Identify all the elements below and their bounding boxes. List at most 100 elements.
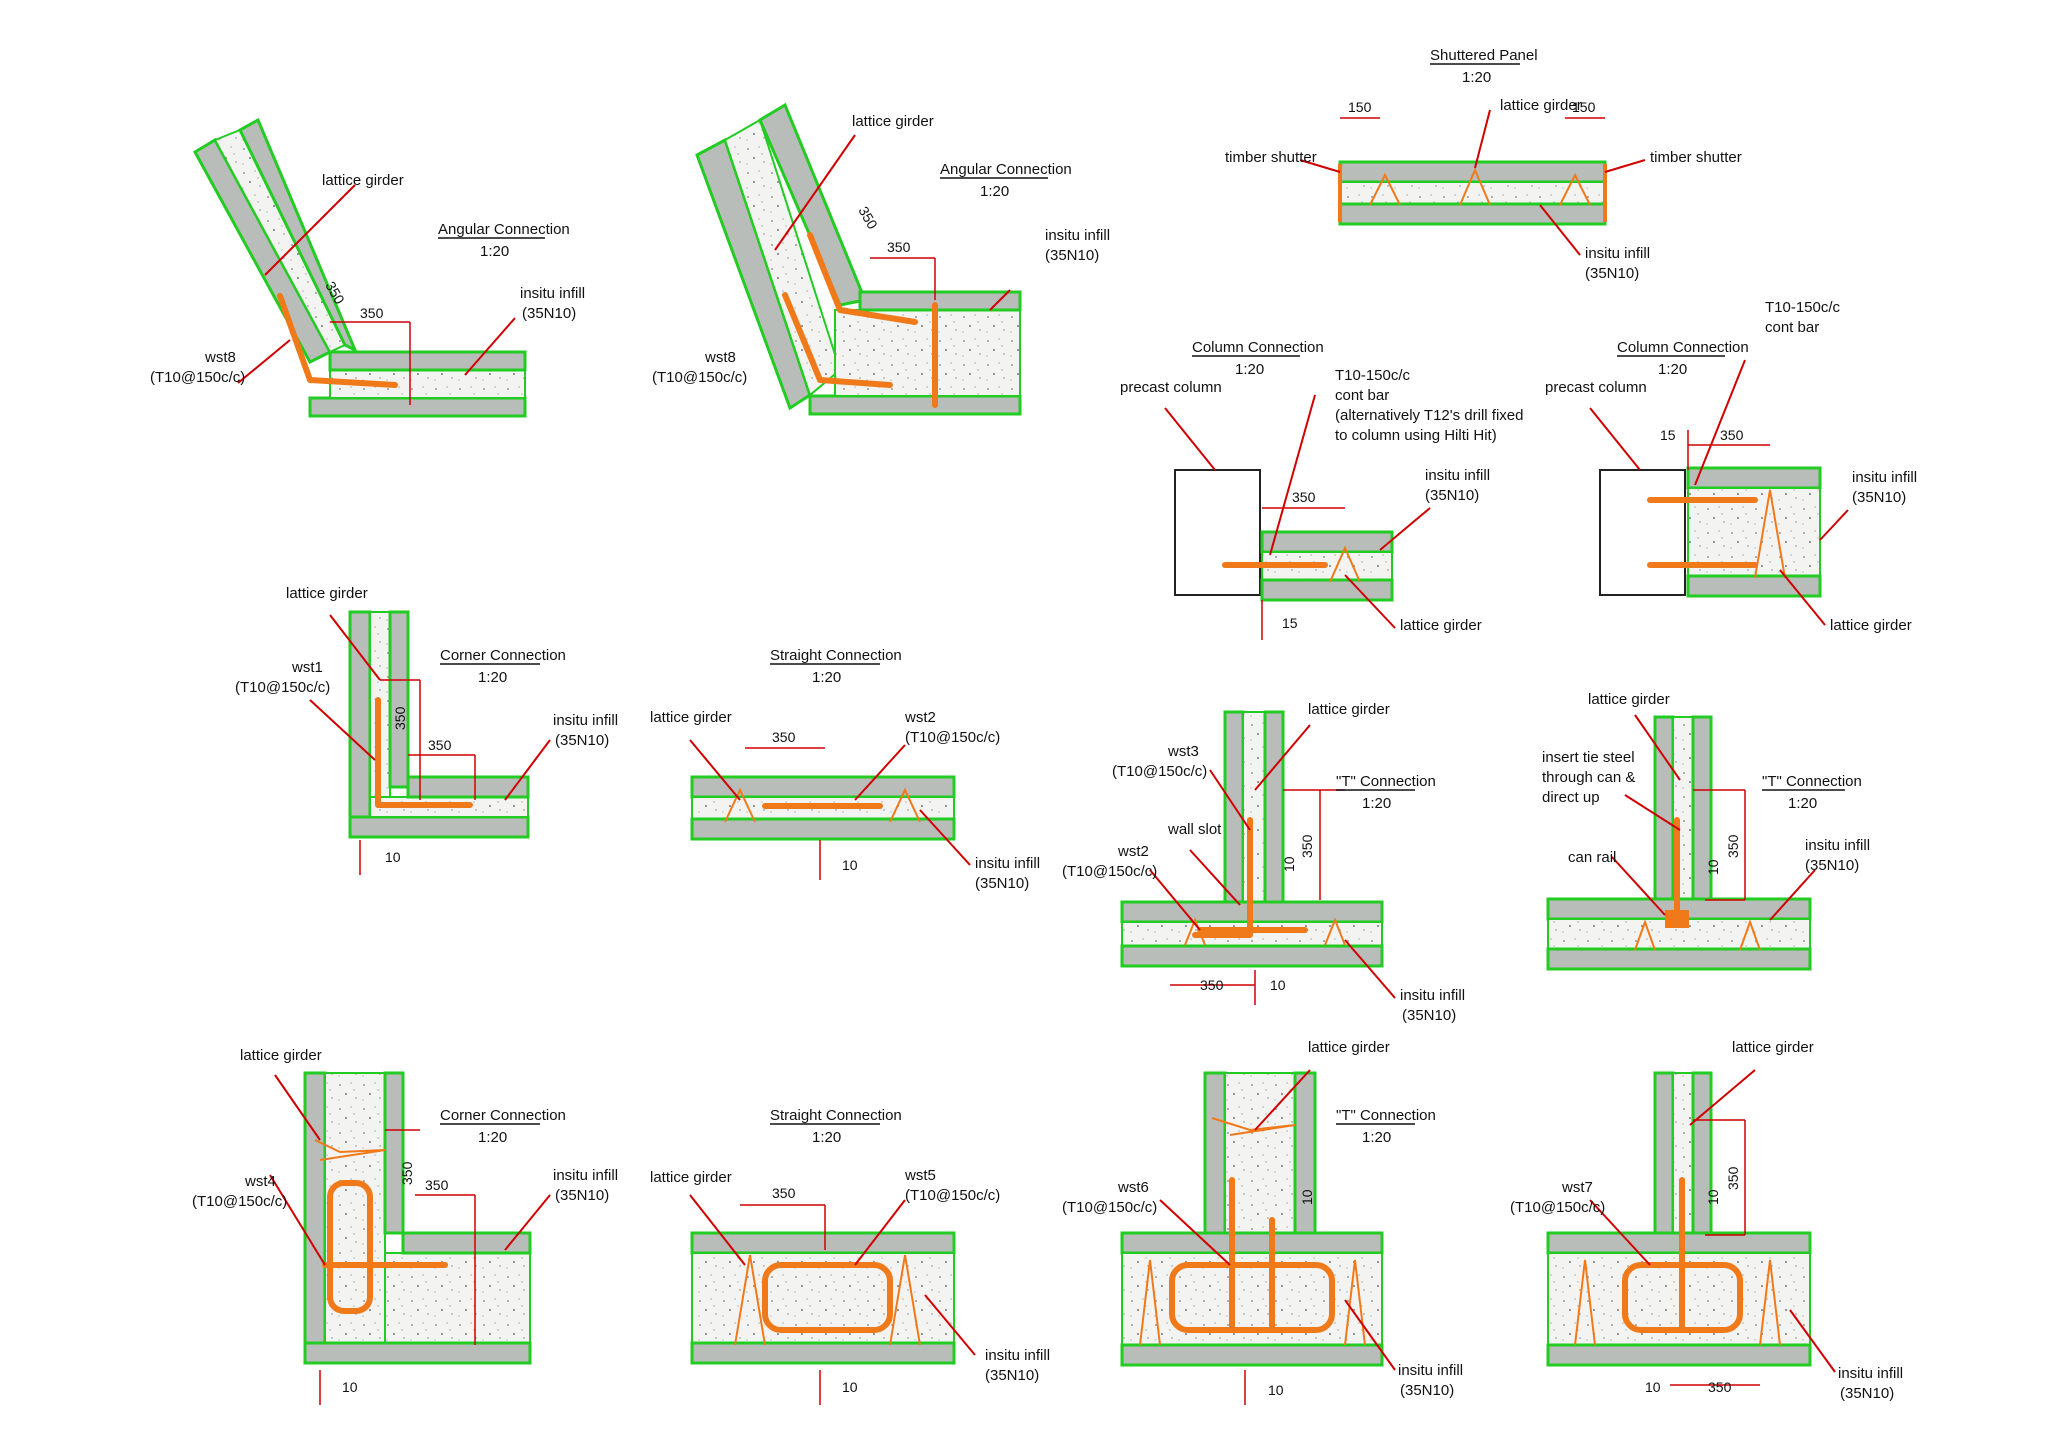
scale: 1:20 bbox=[1462, 69, 1491, 86]
label-bar-spec: (T10@150c/c) bbox=[905, 729, 1000, 746]
label-insert-tie: through can & bbox=[1542, 769, 1635, 786]
label-bar-spec: (T10@150c/c) bbox=[192, 1193, 287, 1210]
dim-value: 10 bbox=[1645, 1379, 1661, 1395]
slab-top bbox=[1686, 466, 1822, 490]
rebar-wst8 bbox=[277, 293, 398, 388]
lattice-girder bbox=[1754, 489, 1786, 579]
lattice-girder bbox=[1369, 172, 1401, 206]
label-tag: wst4 bbox=[244, 1173, 276, 1190]
title: Straight Connection bbox=[770, 647, 902, 664]
rebar-loop-wst4 bbox=[327, 1180, 373, 1314]
wall-panel-inner bbox=[383, 1071, 405, 1235]
slab-bottom bbox=[303, 1341, 532, 1365]
label-insitu-spec: (35N10) bbox=[985, 1367, 1039, 1384]
rebar-wst3 bbox=[1192, 817, 1253, 938]
scale: 1:20 bbox=[980, 183, 1009, 200]
precast-column bbox=[1599, 469, 1686, 596]
slab-bottom bbox=[1546, 1343, 1812, 1367]
rebar-loop-wst6 bbox=[1169, 1262, 1335, 1333]
label-insitu: insitu infill bbox=[1805, 837, 1870, 854]
slab-bottom bbox=[690, 817, 956, 841]
label-bar-spec: (T10@150c/c) bbox=[905, 1187, 1000, 1204]
dim-value: 350 bbox=[392, 706, 408, 730]
label-insitu: insitu infill bbox=[1400, 987, 1465, 1004]
slab-top bbox=[1260, 530, 1394, 554]
label-insert-tie: insert tie steel bbox=[1542, 749, 1635, 766]
rebar-loop-wst5 bbox=[762, 1262, 893, 1333]
dim-value: 10 bbox=[1270, 977, 1286, 993]
label-insitu-spec: (35N10) bbox=[1852, 489, 1906, 506]
dim-value: 10 bbox=[842, 857, 858, 873]
infill-zone bbox=[213, 128, 347, 354]
precast-column bbox=[1174, 469, 1261, 596]
slab-bottom bbox=[1120, 944, 1384, 968]
detail-straight-connection-1: Straight Connection 1:20 350 10 lattice … bbox=[650, 647, 1040, 892]
label-bar-spec: (T10@150c/c) bbox=[150, 369, 245, 386]
scale: 1:20 bbox=[812, 1129, 841, 1146]
detail-straight-connection-2: Straight Connection 1:20 350 10 lattice … bbox=[650, 1107, 1050, 1405]
label-tag: wst8 bbox=[704, 349, 736, 366]
label-lattice: lattice girder bbox=[1732, 1039, 1814, 1056]
label-insitu: insitu infill bbox=[1425, 467, 1490, 484]
title: "T" Connection bbox=[1336, 1107, 1436, 1124]
dim-value: 10 bbox=[1281, 856, 1297, 872]
lattice-girder bbox=[889, 1254, 921, 1346]
lattice-girder bbox=[1344, 1259, 1366, 1346]
label-insitu: insitu infill bbox=[985, 1347, 1050, 1364]
lattice-girder bbox=[1329, 545, 1361, 583]
scale: 1:20 bbox=[480, 243, 509, 260]
title: Angular Connection bbox=[438, 221, 570, 238]
label-insitu-spec: (35N10) bbox=[1400, 1382, 1454, 1399]
wall-panel-left bbox=[1653, 715, 1675, 901]
lattice-girder bbox=[724, 787, 756, 823]
infill-zone bbox=[1242, 711, 1266, 905]
lattice-girder bbox=[1739, 919, 1761, 951]
slab-bottom bbox=[1260, 578, 1394, 602]
label-cont-bar: T10-150c/c bbox=[1335, 367, 1411, 384]
lattice-girder bbox=[1459, 167, 1491, 206]
dim-value: 350 bbox=[1292, 489, 1316, 505]
label-tag: wst3 bbox=[1167, 743, 1199, 760]
scale: 1:20 bbox=[478, 1129, 507, 1146]
label-lattice: lattice girder bbox=[852, 113, 934, 130]
label-precast-column: precast column bbox=[1120, 379, 1222, 396]
wall-panel-right bbox=[1263, 710, 1285, 906]
label-lattice: lattice girder bbox=[286, 585, 368, 602]
title: Column Connection bbox=[1192, 339, 1324, 356]
label-tag: wst8 bbox=[204, 349, 236, 366]
scale: 1:20 bbox=[1362, 795, 1391, 812]
label-timber-shutter: timber shutter bbox=[1225, 149, 1317, 166]
slab-top bbox=[406, 775, 530, 799]
title: "T" Connection bbox=[1762, 773, 1862, 790]
lattice-girder bbox=[1559, 172, 1591, 206]
slab-bottom bbox=[308, 396, 527, 418]
label-insitu-spec: (35N10) bbox=[1045, 247, 1099, 264]
dim-value: 15 bbox=[1660, 427, 1676, 443]
detail-column-connection-1: Column Connection 1:20 precast column T1… bbox=[1120, 339, 1524, 640]
label-insitu: insitu infill bbox=[1045, 227, 1110, 244]
label-tag: wst2 bbox=[1117, 843, 1149, 860]
dim-value: 350 bbox=[772, 1185, 796, 1201]
scale: 1:20 bbox=[1788, 795, 1817, 812]
label-lattice: lattice girder bbox=[1400, 617, 1482, 634]
lattice-girder bbox=[1759, 1259, 1781, 1346]
detail-column-connection-2: Column Connection 1:20 precast column T1… bbox=[1545, 299, 1917, 634]
dim-value: 350 bbox=[772, 729, 796, 745]
dim-value: 350 bbox=[1299, 834, 1315, 858]
label-insitu-spec: (35N10) bbox=[1585, 265, 1639, 282]
detail-t-connection-3: "T" Connection 1:20 lattice girder wst6 … bbox=[1062, 1039, 1463, 1405]
title: Shuttered Panel bbox=[1430, 47, 1538, 64]
lattice-girder bbox=[1139, 1259, 1161, 1346]
detail-angular-connection-1: Angular Connection 1:20 lattice girder 3… bbox=[150, 117, 585, 418]
label-tag: wst6 bbox=[1117, 1179, 1149, 1196]
label-insitu-spec: (35N10) bbox=[522, 305, 576, 322]
rebar-wst1 bbox=[375, 697, 473, 808]
slab-bottom bbox=[348, 815, 530, 839]
label-insitu-spec: (35N10) bbox=[1425, 487, 1479, 504]
label-insitu: insitu infill bbox=[553, 712, 618, 729]
dim-value: 350 bbox=[1720, 427, 1744, 443]
dim-value: 10 bbox=[1299, 1189, 1315, 1205]
label-lattice: lattice girder bbox=[322, 172, 404, 189]
label-cont-bar: T10-150c/c bbox=[1765, 299, 1841, 316]
